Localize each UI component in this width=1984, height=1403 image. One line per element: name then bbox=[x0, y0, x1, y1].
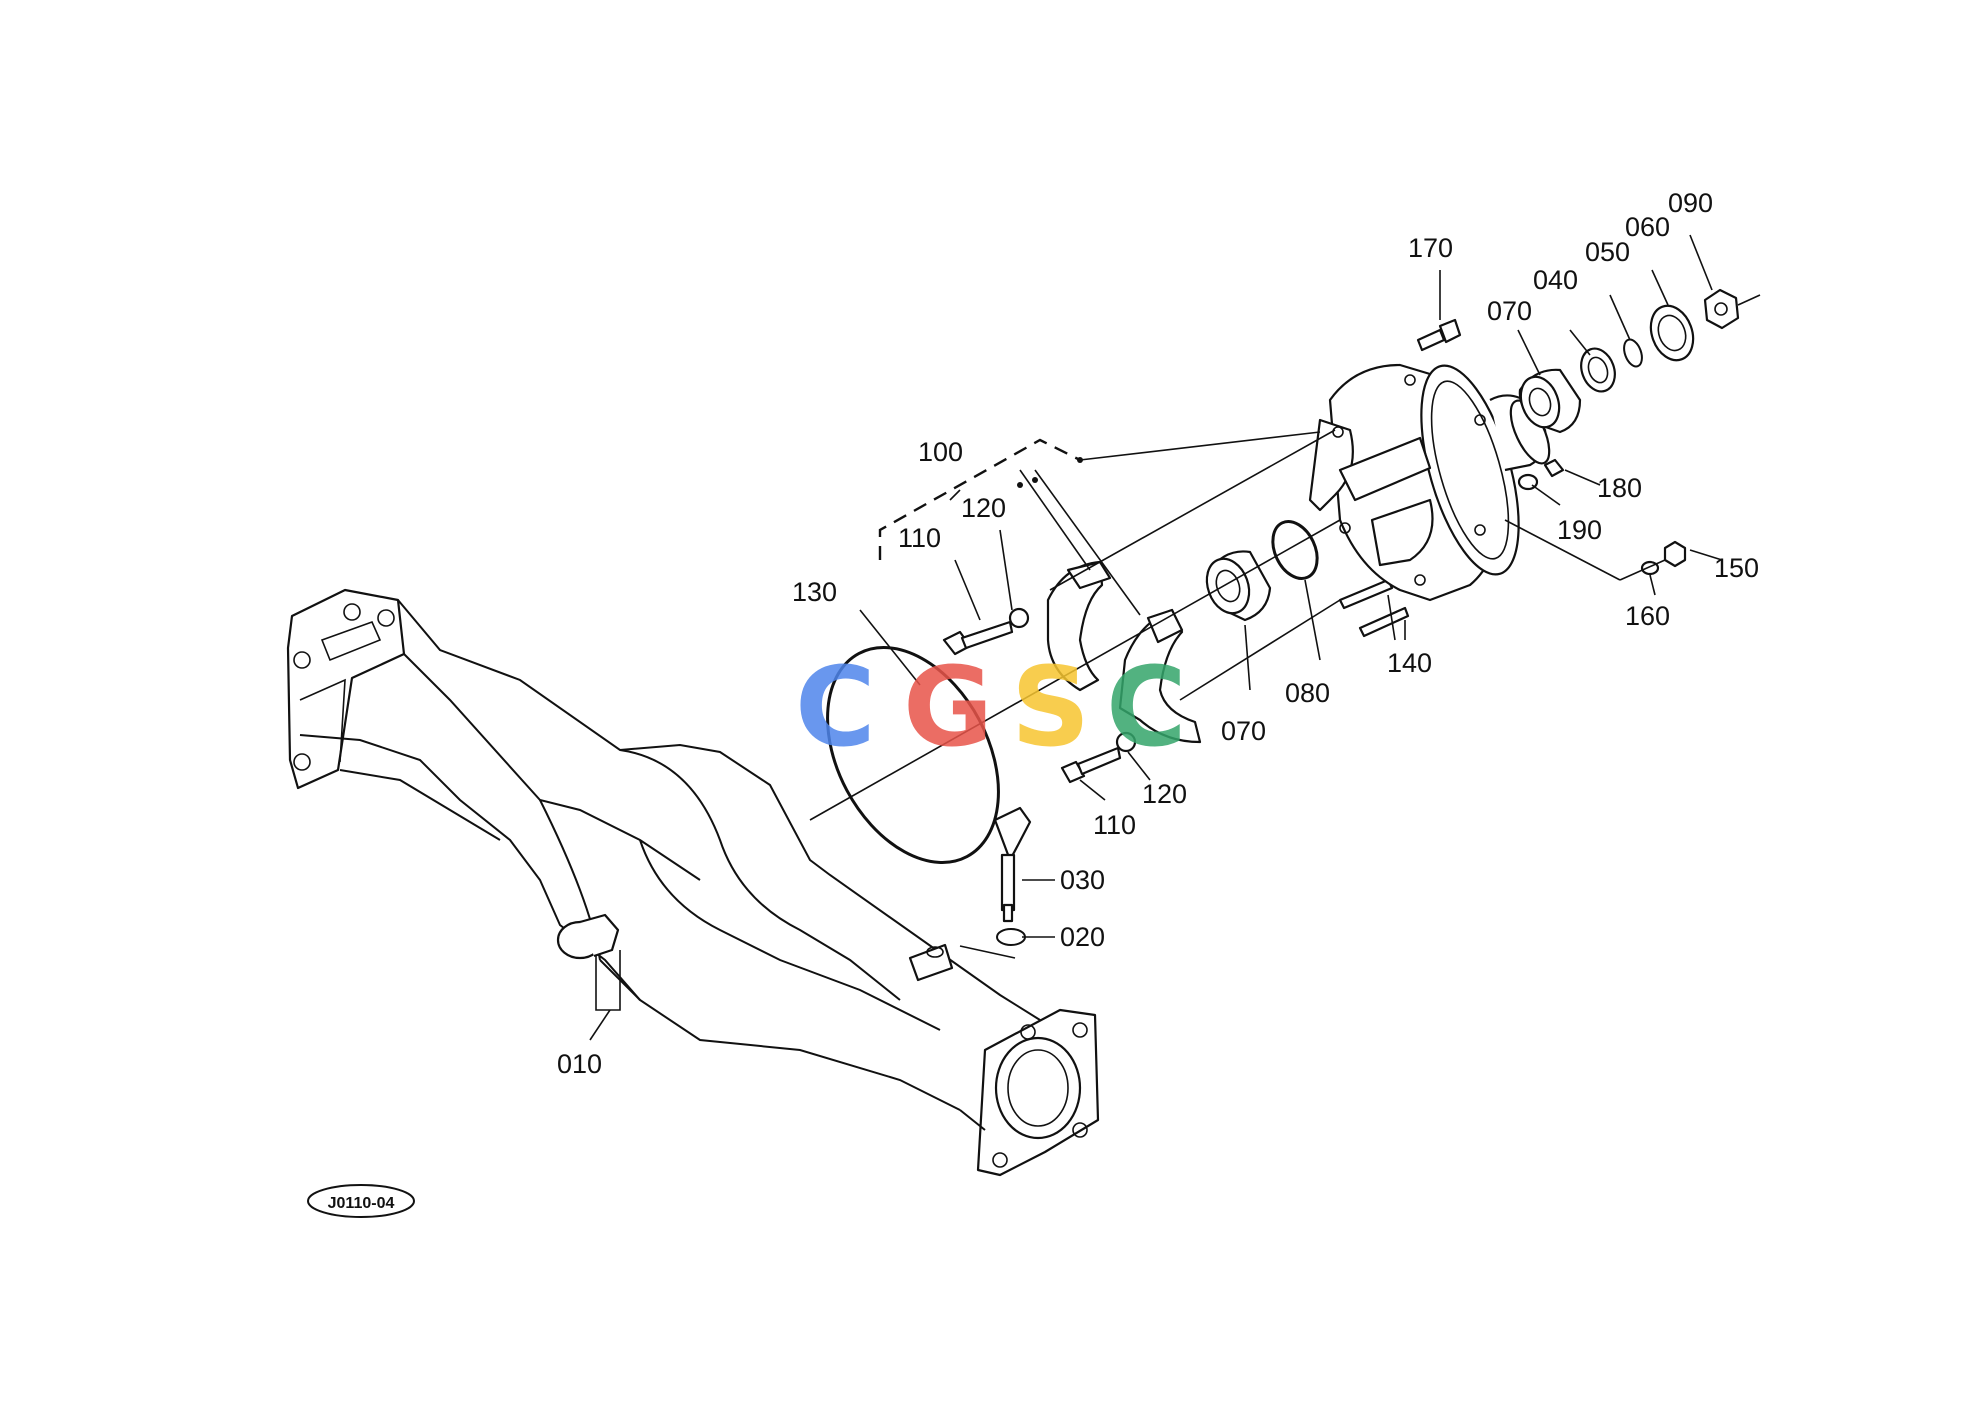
collar-040 bbox=[1580, 347, 1616, 393]
differential-carrier bbox=[1308, 363, 1551, 602]
drawing-code-badge: J0110-04 bbox=[307, 1184, 415, 1218]
callout-120-lower: 120 bbox=[1142, 779, 1187, 809]
callout-180: 180 bbox=[1597, 473, 1642, 503]
watermark-letter-4: C bbox=[1106, 643, 1187, 771]
callout-150: 150 bbox=[1714, 553, 1759, 583]
callout-060: 060 bbox=[1625, 212, 1670, 242]
washer-020 bbox=[996, 928, 1026, 946]
callout-170: 170 bbox=[1408, 233, 1453, 263]
bearing-070-rear bbox=[1518, 368, 1582, 434]
callout-070-rear: 070 bbox=[1487, 296, 1532, 326]
callout-160: 160 bbox=[1625, 601, 1670, 631]
bearing-cap-upper bbox=[1046, 560, 1112, 692]
assembly-lines bbox=[809, 429, 1666, 959]
lockwasher-120-upper bbox=[1008, 607, 1030, 629]
callout-010: 010 bbox=[557, 1049, 602, 1079]
watermark-letter-1: C bbox=[795, 643, 876, 771]
bolt-180 bbox=[1543, 458, 1565, 478]
bolt-170 bbox=[1416, 318, 1462, 352]
callout-130: 130 bbox=[792, 577, 837, 607]
callout-080: 080 bbox=[1285, 678, 1330, 708]
bolt-110-lower bbox=[1060, 746, 1122, 784]
bearing-070-front bbox=[1205, 550, 1272, 622]
snap-ring-050 bbox=[1623, 338, 1643, 368]
stud-140-b bbox=[1358, 606, 1410, 638]
watermark-letter-3: S bbox=[1011, 643, 1090, 771]
watermark-letter-2: G bbox=[903, 643, 993, 771]
axle-housing bbox=[286, 588, 1100, 1177]
stud-140-a bbox=[1338, 578, 1394, 610]
callout-030: 030 bbox=[1060, 865, 1105, 895]
nut-150 bbox=[1663, 540, 1687, 568]
nut-090 bbox=[1703, 288, 1740, 330]
dipstick bbox=[993, 806, 1032, 923]
callout-020: 020 bbox=[1060, 922, 1105, 952]
group-bracket-100 bbox=[878, 438, 1081, 560]
callout-070-front: 070 bbox=[1221, 716, 1266, 746]
callout-110-lower: 110 bbox=[1093, 810, 1136, 840]
o-ring-130 bbox=[826, 646, 1000, 864]
oil-seal-060 bbox=[1649, 304, 1695, 362]
callout-050: 050 bbox=[1585, 237, 1630, 267]
callout-100: 100 bbox=[918, 437, 963, 467]
bearing-cap-lower bbox=[1118, 608, 1202, 744]
lockwasher-120-lower bbox=[1115, 731, 1137, 753]
callout-120-upper: 120 bbox=[961, 493, 1006, 523]
callout-040: 040 bbox=[1533, 265, 1578, 295]
watermark-logo: C G S C bbox=[795, 643, 1187, 771]
callout-110-upper: 110 bbox=[898, 523, 941, 553]
callout-190: 190 bbox=[1557, 515, 1602, 545]
callout-140: 140 bbox=[1387, 648, 1432, 678]
bolt-110-upper bbox=[942, 620, 1014, 656]
callout-090: 090 bbox=[1668, 188, 1713, 218]
callout-leaders bbox=[589, 234, 1723, 1041]
shim-080 bbox=[1271, 520, 1319, 580]
drawing-code: J0110-04 bbox=[328, 1195, 395, 1212]
